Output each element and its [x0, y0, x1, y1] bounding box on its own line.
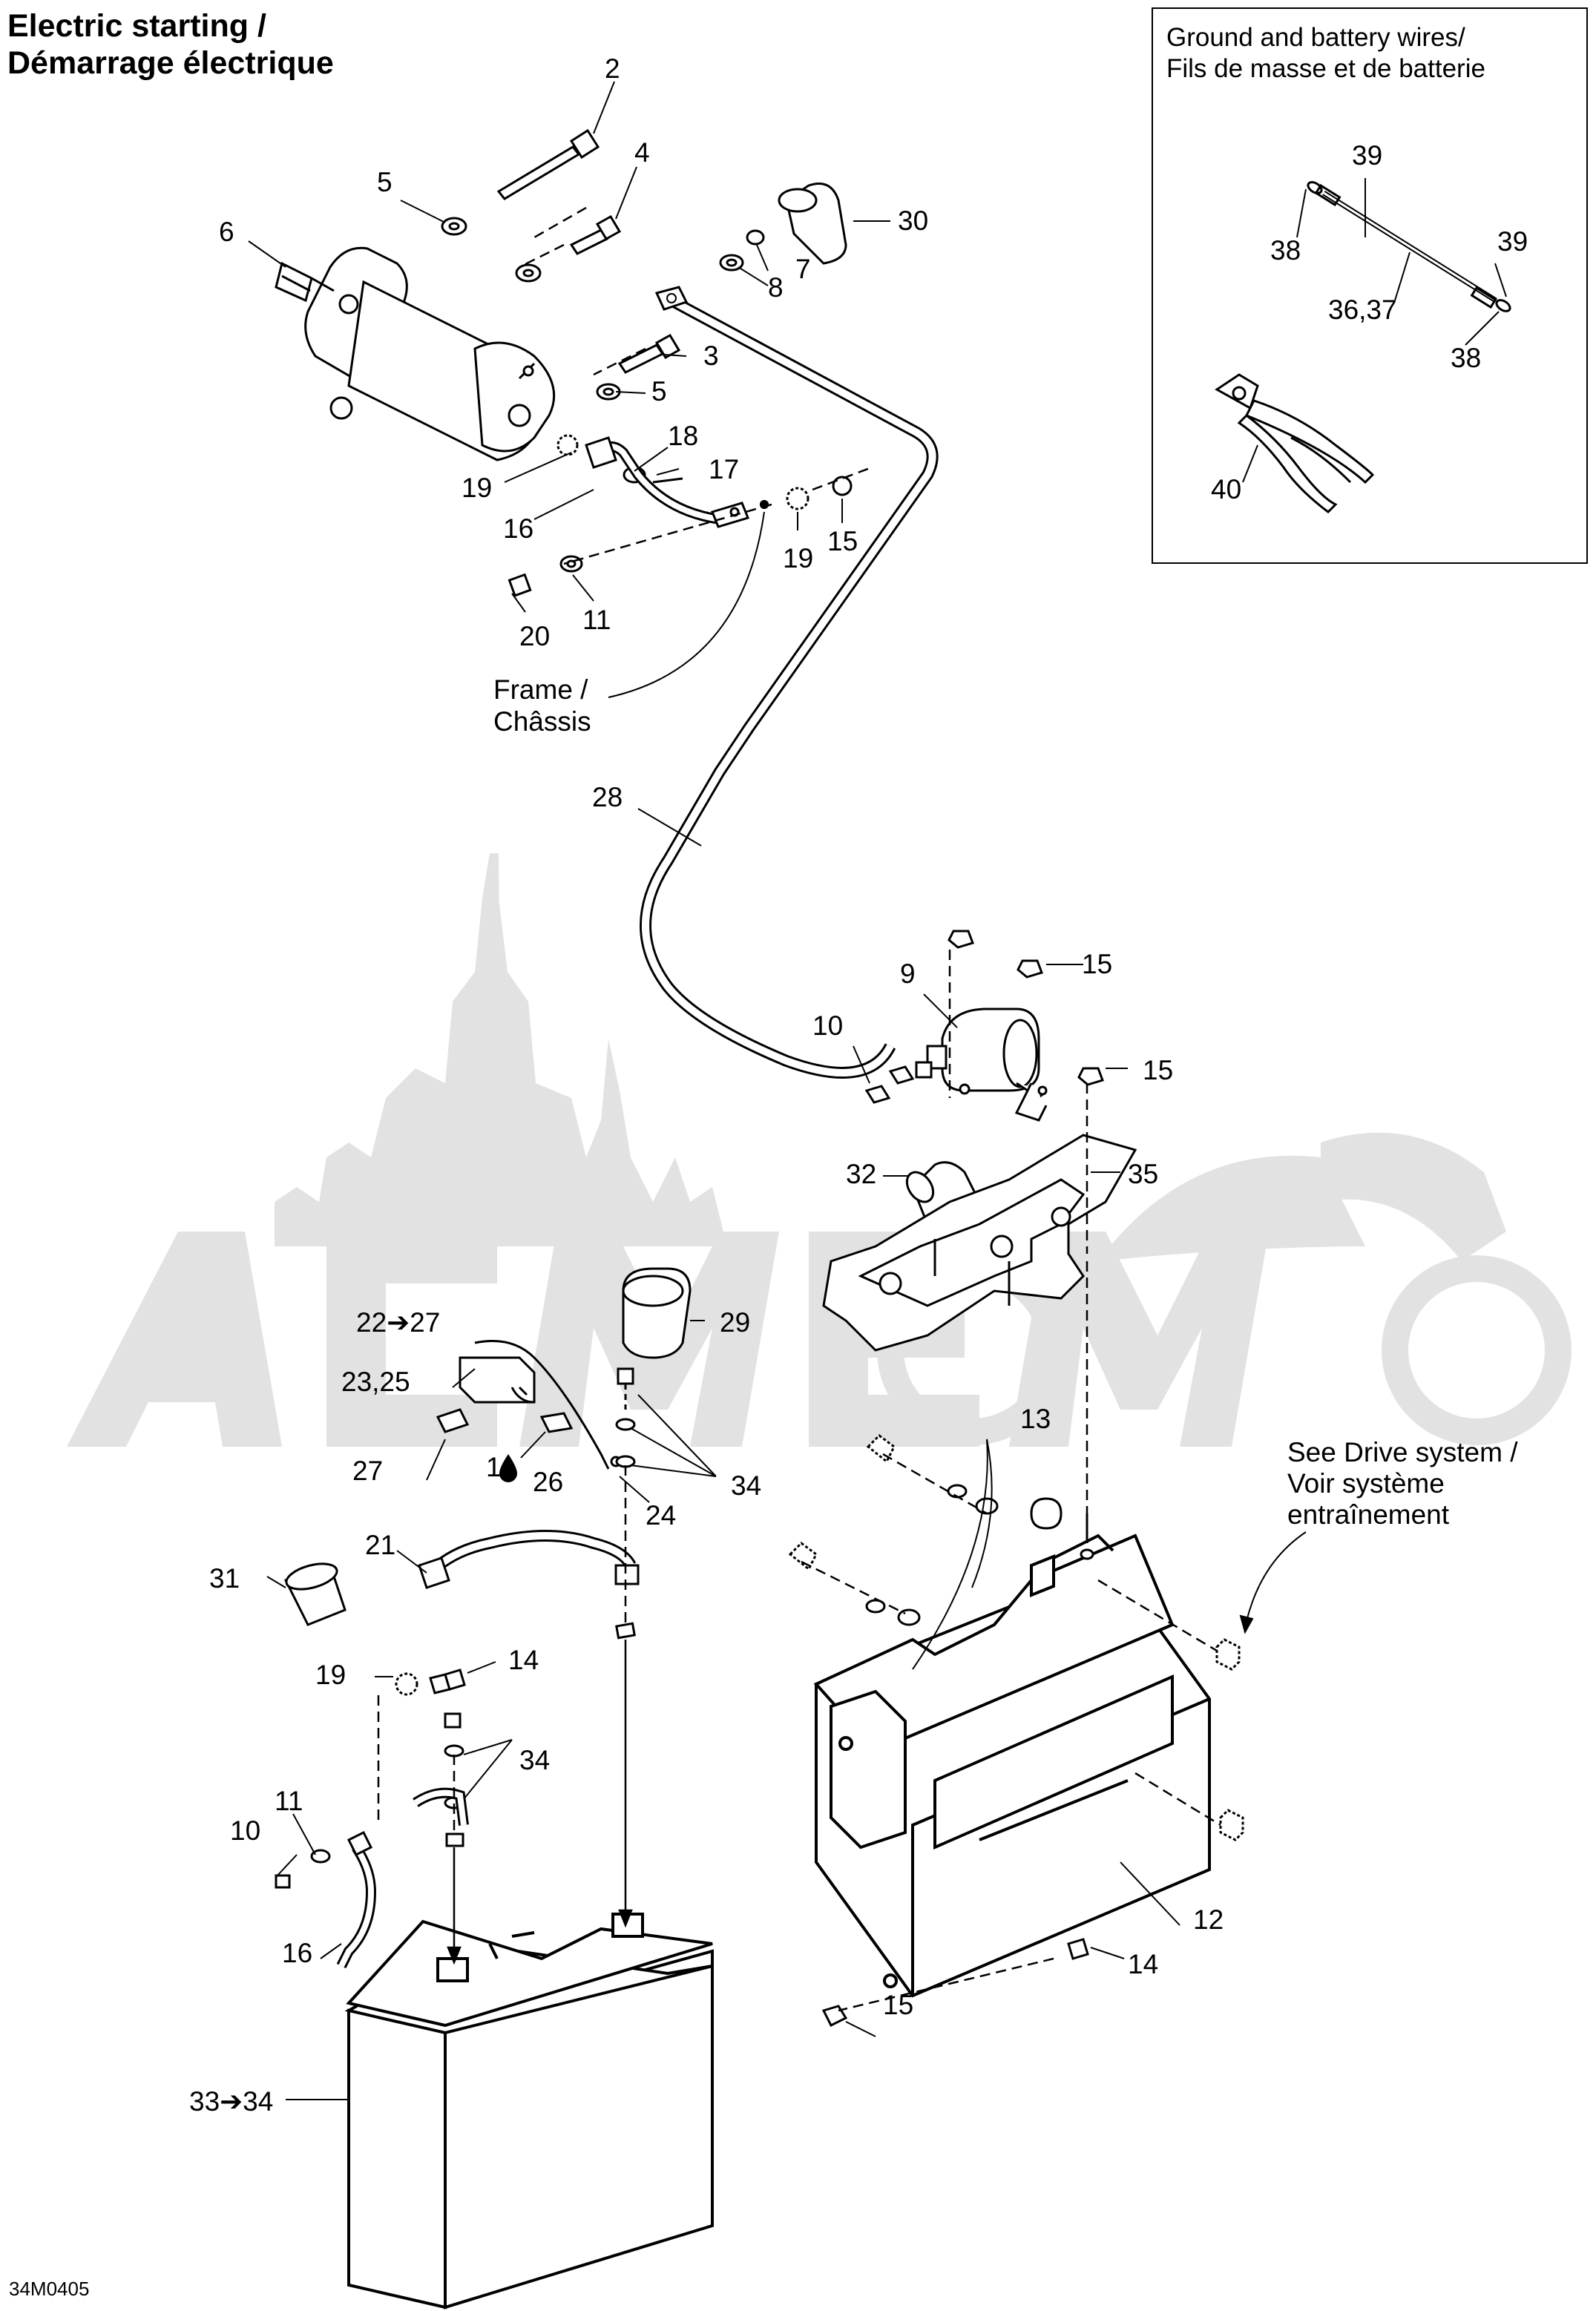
callout-8: 8: [768, 272, 784, 303]
callout-12: 12: [1193, 1904, 1224, 1935]
callout-5: 5: [377, 167, 393, 197]
title-line-1: Electric starting /: [7, 8, 266, 44]
watermark: [67, 853, 1572, 1447]
callout-14: 14: [508, 1645, 539, 1675]
callout-19c: 19: [315, 1660, 346, 1690]
drive-system-arrow: [1239, 1531, 1307, 1634]
callout-4: 4: [634, 137, 650, 168]
callout-2: 2: [605, 53, 620, 84]
callout-35: 35: [1128, 1159, 1158, 1189]
callout-32: 32: [846, 1159, 876, 1189]
callout-10b: 10: [230, 1815, 260, 1846]
battery-tray-12: [813, 1533, 1211, 1998]
callout-21: 21: [365, 1530, 395, 1560]
callout-36-37: 36,37: [1328, 295, 1397, 325]
callout-15: 15: [827, 526, 858, 556]
cable-16-upper: [585, 436, 750, 528]
callout-17: 17: [709, 454, 739, 484]
callout-11b: 11: [275, 1786, 303, 1816]
bolt-4: [569, 214, 622, 255]
callout-16: 16: [503, 513, 533, 544]
callout-20: 20: [519, 621, 550, 651]
callout-30: 30: [898, 206, 928, 236]
drive-note-line2: Voir système: [1287, 1468, 1445, 1499]
callout-9: 9: [900, 959, 916, 989]
callout-34: 34: [731, 1470, 761, 1501]
callout-3: 3: [703, 341, 719, 371]
bolt-34-lower: [444, 1712, 464, 1847]
callout-15b: 15: [1082, 949, 1112, 979]
assembly-lines: [377, 206, 1221, 2012]
callout-19b: 19: [783, 543, 813, 573]
callout-15c: 15: [1143, 1055, 1173, 1085]
cable-21: [418, 1530, 640, 1589]
solenoid-9: [926, 1007, 1048, 1122]
page-title: Electric starting / Démarrage électrique: [7, 7, 334, 82]
inset-title: Ground and battery wires/ Fils de masse …: [1166, 22, 1485, 85]
callout-38b: 38: [1451, 343, 1481, 373]
callout-40: 40: [1211, 474, 1241, 504]
diagram-code: 34M0405: [9, 2278, 90, 2300]
boot-30: [778, 183, 847, 265]
callout-29: 29: [720, 1307, 750, 1338]
oil-drop-icon: [499, 1454, 517, 1482]
frame-note-line2: Châssis: [493, 706, 591, 737]
starter-motor-drawing: [275, 246, 556, 461]
drive-note-line1: See Drive system /: [1287, 1437, 1518, 1467]
battery-33: [344, 1913, 714, 2310]
callout-15d: 15: [883, 1990, 913, 2020]
callout-1: 1: [486, 1452, 502, 1482]
cable-16-lower: [275, 1787, 469, 1969]
callout-6: 6: [219, 217, 234, 247]
callout-5b: 5: [651, 376, 667, 407]
callout-23-25: 23,25: [341, 1367, 410, 1397]
notes: Frame / Châssis See Drive system / Voir …: [493, 674, 1518, 1530]
bolt-2: [496, 128, 600, 200]
assembly-arrows: [447, 1640, 633, 1965]
callout-10: 10: [812, 1010, 843, 1041]
callout-26: 26: [533, 1467, 563, 1497]
callout-39b: 39: [1497, 226, 1528, 257]
callout-31: 31: [209, 1563, 240, 1594]
drive-note-line3: entraînement: [1287, 1499, 1450, 1530]
callout-33-34: 33➔34: [189, 2086, 273, 2117]
callout-16b: 16: [282, 1938, 312, 1968]
bracket-35: [822, 1134, 1137, 1352]
callout-7: 7: [795, 254, 811, 284]
cap-31: [283, 1562, 347, 1626]
callout-14b: 14: [1128, 1949, 1158, 1979]
callouts: 2 4 5 6 30 7 8 3 5 18 17 19 16 19 15 20 …: [189, 53, 1528, 2117]
callout-19: 19: [462, 473, 492, 503]
ground-cable-drawing: [1307, 181, 1511, 312]
callout-24: 24: [646, 1500, 676, 1531]
callout-38: 38: [1270, 235, 1301, 266]
inset-title-line-1: Ground and battery wires/: [1166, 23, 1465, 52]
leader-lines: [248, 81, 1507, 2100]
title-line-2: Démarrage électrique: [7, 45, 334, 81]
crimping-pliers-drawing: [1215, 373, 1375, 513]
callout-39: 39: [1352, 140, 1382, 171]
callout-28: 28: [592, 782, 623, 812]
bolt-3: [617, 333, 681, 374]
cable-28: [640, 286, 939, 1079]
frame-note-line1: Frame /: [493, 674, 588, 705]
fuse-holder: [436, 1340, 622, 1470]
cap-29: [622, 1267, 692, 1359]
bolt-34-upper: [615, 1367, 636, 1640]
star-washer-19: [395, 1669, 466, 1696]
ground-wires-inset: [1152, 7, 1588, 564]
callout-18: 18: [668, 421, 698, 451]
inset-title-line-2: Fils de masse et de batterie: [1166, 54, 1485, 83]
callout-34b: 34: [519, 1745, 550, 1775]
callout-11: 11: [582, 605, 611, 635]
callout-27: 27: [352, 1456, 383, 1486]
callout-22-27: 22➔27: [356, 1307, 440, 1338]
solenoid-small-parts: [864, 930, 1104, 1104]
callout-13: 13: [1020, 1404, 1051, 1434]
